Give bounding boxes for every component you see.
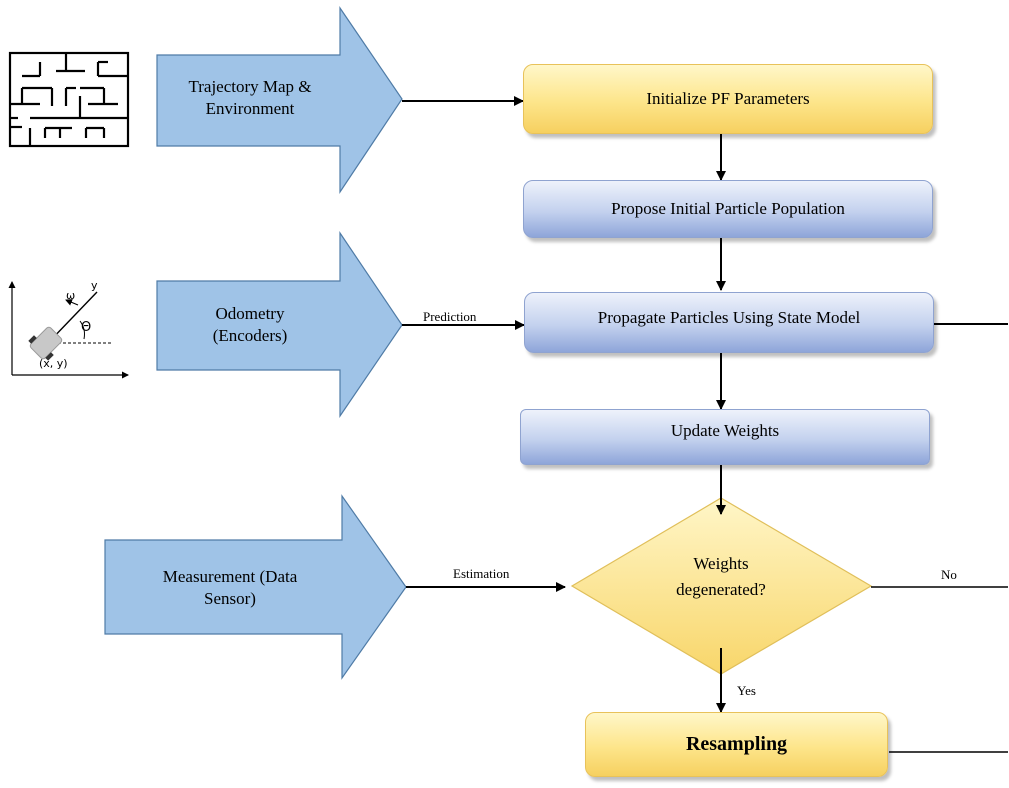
measurement-input-arrow	[104, 494, 407, 680]
measurement-input-label: Measurement (Data Sensor)	[162, 567, 298, 608]
resampling-box: Resampling	[585, 712, 888, 777]
prediction-edge-label: Prediction	[423, 309, 477, 324]
omega-label: ω	[66, 289, 76, 302]
resampling-label: Resampling	[685, 733, 788, 755]
map-input-arrow	[156, 6, 403, 194]
map-input-label: Trajectory Map & Environment	[188, 77, 312, 118]
yes-edge-label: Yes	[737, 683, 756, 698]
decision-label: Weights degenerated?	[676, 554, 766, 599]
odometry-input-arrow	[156, 231, 403, 418]
pose-label: (x, y)	[39, 357, 68, 370]
initialize-pf-label: Initialize PF Parameters	[646, 89, 810, 108]
theta-label: Θ	[81, 320, 92, 335]
propose-population-label: Propose Initial Particle Population	[611, 199, 845, 218]
propose-population-box: Propose Initial Particle Population	[523, 180, 933, 238]
update-weights-label: Update Weights	[670, 421, 780, 440]
update-weights-box: Update Weights	[520, 409, 930, 465]
propagate-particles-label: Propagate Particles Using State Model	[597, 307, 861, 327]
robot-pose-figure	[8, 281, 129, 379]
estimation-edge-label: Estimation	[453, 566, 510, 581]
y-axis-label: y	[91, 279, 98, 292]
initialize-pf-box: Initialize PF Parameters	[523, 64, 933, 134]
propagate-particles-box: Propagate Particles Using State Model	[524, 292, 934, 353]
maze-map-icon	[8, 51, 130, 148]
odometry-input-label: Odometry (Encoders)	[212, 304, 288, 345]
no-edge-label: No	[941, 567, 957, 582]
